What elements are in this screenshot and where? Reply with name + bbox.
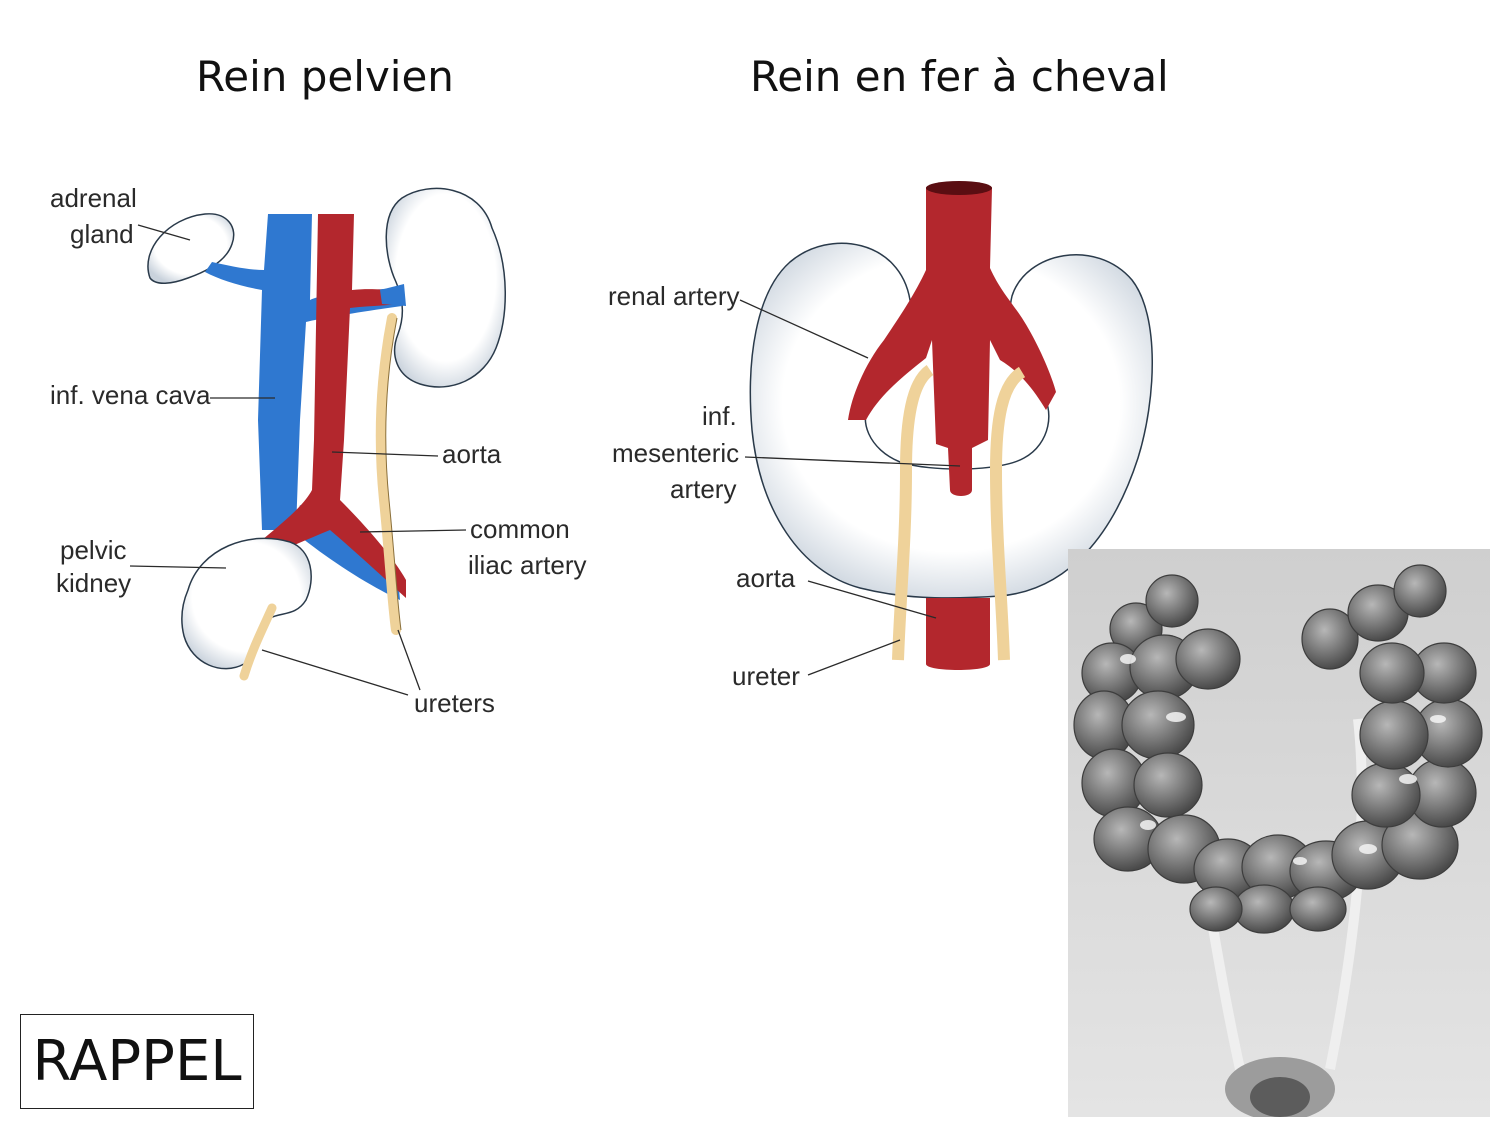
ureter-normal (375, 313, 401, 635)
horseshoe-kidney-diagram: renal artery inf. mesenteric artery aort… (608, 181, 1153, 691)
label-adrenal-1: adrenal (50, 183, 137, 213)
pelvic-kidney (181, 537, 312, 670)
label-ureters: ureters (414, 688, 495, 718)
label-common-2: iliac artery (468, 550, 586, 580)
label-inf-1: inf. (702, 401, 737, 431)
ureter-right-h (989, 366, 1026, 661)
label-common-1: common (470, 514, 570, 544)
label-ureter-h: ureter (732, 661, 800, 691)
ureter-pelvic (239, 603, 277, 681)
aorta-lower (926, 598, 990, 670)
horseshoe-kidney-photo (1068, 549, 1490, 1117)
label-inf-3: artery (670, 474, 736, 504)
inferior-vena-cava (205, 214, 402, 530)
label-inf-2: mesenteric (612, 438, 739, 468)
aorta-pelvic (262, 214, 406, 598)
label-pelvic-1: pelvic (60, 535, 126, 565)
title-pelvic-kidney: Rein pelvien (196, 52, 454, 101)
pelvic-kidney-diagram: adrenal gland inf. vena cava aorta commo… (50, 183, 586, 718)
label-aorta-horseshoe: aorta (736, 563, 796, 593)
label-renal-artery: renal artery (608, 281, 740, 311)
label-vena-cava: inf. vena cava (50, 380, 211, 410)
label-pelvic-2: kidney (56, 568, 131, 598)
aorta-horseshoe (848, 182, 1056, 496)
title-horseshoe-kidney: Rein en fer à cheval (750, 52, 1169, 101)
label-adrenal-2: gland (70, 219, 134, 249)
normal-kidney (385, 187, 506, 388)
rappel-badge: RAPPEL (20, 1014, 254, 1109)
label-aorta-pelvic: aorta (442, 439, 502, 469)
ureter-left-h (892, 365, 934, 661)
